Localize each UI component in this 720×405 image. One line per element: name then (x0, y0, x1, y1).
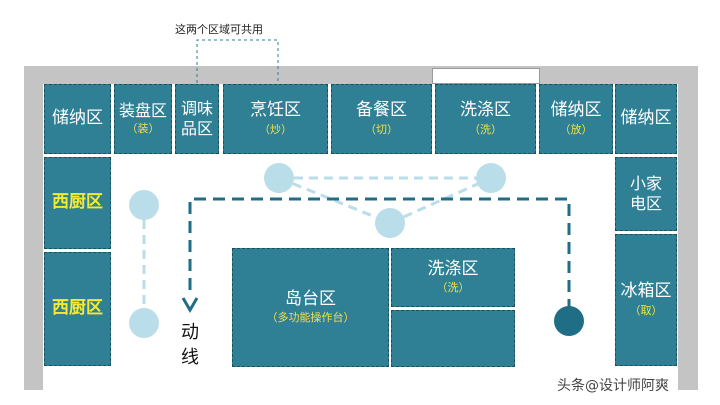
zone-sublabel: （切） (365, 122, 398, 136)
zone-label: 烹饪区 (250, 100, 301, 121)
wall-left (24, 66, 43, 390)
zone-plating: 装盘区 （装） (114, 84, 172, 154)
zone-washing-top: 洗涤区 （洗） (435, 84, 536, 154)
zone-sublabel: （炒） (259, 122, 292, 136)
zone-label: 储纳区 (620, 108, 672, 129)
zone-cooking: 烹饪区 （炒） (223, 84, 328, 154)
watermark: 头条@设计师阿爽 (557, 378, 669, 394)
flow-arrowhead (181, 297, 199, 313)
zone-storage-right: 储纳区 (615, 84, 677, 154)
zone-label-line2: 电区 (629, 194, 662, 213)
node-western-bottom (129, 308, 159, 338)
zone-seasoning: 调味 品区 (175, 84, 219, 154)
zone-storage-mid: 储纳区 （放） (539, 84, 613, 154)
zone-label: 储纳区 (52, 108, 103, 129)
zone-label: 洗涤区 (427, 258, 479, 279)
zone-appliance: 小家 电区 (615, 157, 677, 231)
window-opening (432, 68, 540, 84)
node-island (375, 208, 405, 238)
node-western-top (129, 190, 159, 220)
flow-label-line2: 线 (181, 347, 199, 368)
zone-island-extra (391, 310, 515, 367)
node-fridge (554, 306, 584, 336)
zone-label-line2: 品区 (180, 119, 213, 138)
zone-label: 储纳区 (550, 100, 602, 121)
zone-label: 西厨区 (52, 192, 103, 213)
shared-area-note: 这两个区域可共用 (175, 23, 263, 36)
zone-label: 装盘区 (118, 100, 167, 120)
zone-label-line1: 调味 (180, 99, 213, 118)
zone-label: 备餐区 (356, 100, 407, 121)
node-cooking (264, 163, 294, 193)
shared-area-bracket (196, 39, 279, 83)
zone-storage-left: 储纳区 (44, 84, 111, 154)
zone-washing-island: 洗涤区 （洗） (391, 248, 515, 307)
zone-sublabel: （放） (559, 122, 593, 136)
node-washing (476, 163, 506, 193)
flow-label-line1: 动 (181, 322, 199, 343)
zone-label: 洗涤区 (460, 100, 511, 121)
zone-sublabel: （取） (629, 303, 663, 317)
zone-label-line1: 小家 (629, 174, 662, 193)
zone-label: 冰箱区 (620, 281, 672, 302)
zone-prep: 备餐区 （切） (331, 84, 432, 154)
zone-island: 岛台区 （多功能操作台） (232, 248, 389, 367)
zone-fridge: 冰箱区 （取） (615, 234, 677, 366)
zone-sublabel: （多功能操作台） (266, 311, 355, 325)
zone-sublabel: （洗） (469, 122, 502, 136)
zone-label: 岛台区 (285, 288, 336, 309)
wall-right (678, 66, 698, 390)
zone-label: 西厨区 (52, 298, 103, 319)
zone-western-1: 西厨区 (44, 157, 111, 249)
zone-western-2: 西厨区 (44, 252, 111, 366)
flow-path (188, 197, 571, 310)
zone-sublabel: （装） (126, 122, 160, 136)
work-triangle-lines (278, 176, 492, 225)
zone-sublabel: （洗） (436, 281, 470, 295)
